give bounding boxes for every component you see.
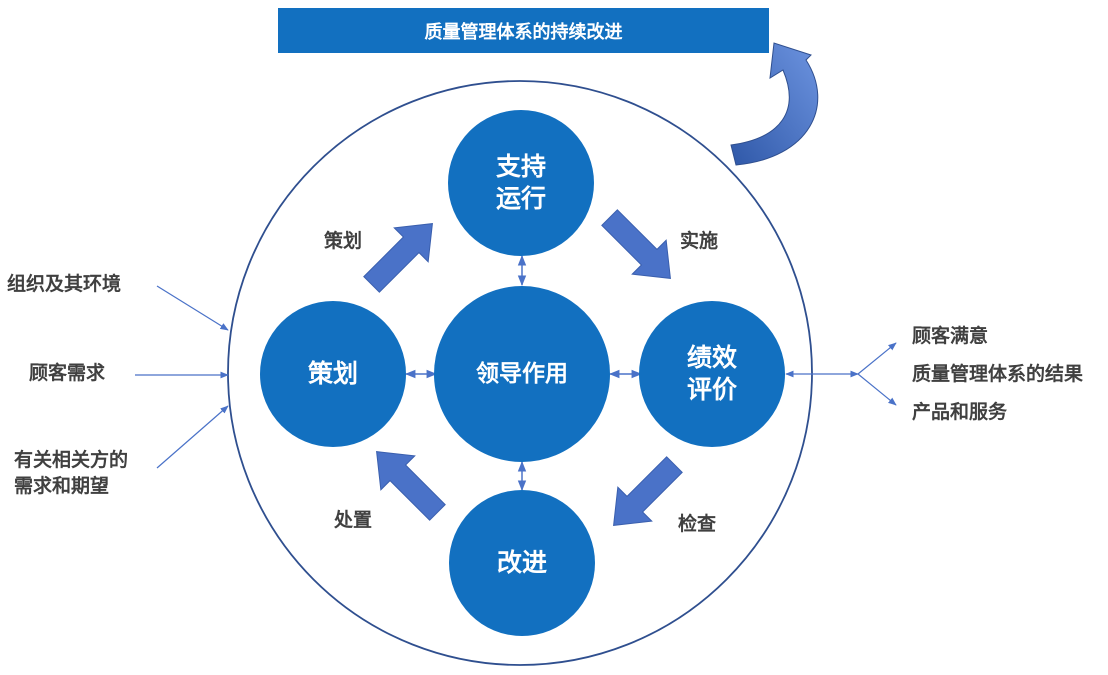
input-customer-label: 顾客需求 (29, 362, 106, 384)
node-support-line1: 支持 (495, 152, 547, 181)
node-performance-evaluation (639, 301, 785, 447)
node-improve-label: 改进 (496, 548, 548, 577)
node-plan-label: 策划 (307, 359, 359, 388)
banner-text: 质量管理体系的持续改进 (424, 21, 623, 43)
arrow-label-do: 实施 (680, 230, 719, 252)
node-plan (260, 301, 406, 447)
node-performance-line1: 绩效 (686, 343, 738, 372)
node-support-operation (448, 110, 594, 256)
arrow-label-act: 处置 (334, 509, 373, 531)
input-interested-line2: 需求和期望 (14, 475, 110, 497)
output-arrow-satisfaction (857, 342, 897, 375)
arrow-performance-to-improve (613, 456, 683, 526)
output-qms-results-label: 质量管理体系的结果 (912, 363, 1084, 385)
continuous-improvement-curve-arrow (730, 42, 819, 166)
node-leadership (434, 286, 610, 462)
node-support-line2: 运行 (495, 184, 547, 213)
title-banner: 质量管理体系的持续改进 (278, 8, 769, 53)
node-support-label: 支持 运行 (496, 151, 546, 215)
node-performance-line2: 评价 (686, 375, 738, 404)
output-products-label: 产品和服务 (912, 401, 1008, 423)
output-satisfaction-label: 顾客满意 (912, 325, 989, 347)
arrow-label-check: 检查 (678, 513, 717, 535)
arrow-plan-to-support (363, 223, 433, 293)
output-arrow-products (857, 373, 897, 406)
node-leadership-label: 领导作用 (476, 361, 568, 387)
node-improvement (449, 490, 595, 636)
input-org-label: 组织及其环境 (7, 273, 122, 295)
arrow-support-to-performance (601, 209, 671, 279)
arrow-improve-to-plan (376, 451, 446, 521)
node-performance-label: 绩效 评价 (687, 342, 737, 406)
input-interested-line1: 有关相关方的 (14, 449, 129, 471)
input-arrow-org (156, 285, 229, 331)
input-arrow-interested (156, 405, 229, 469)
arrow-label-plan: 策划 (324, 230, 363, 252)
